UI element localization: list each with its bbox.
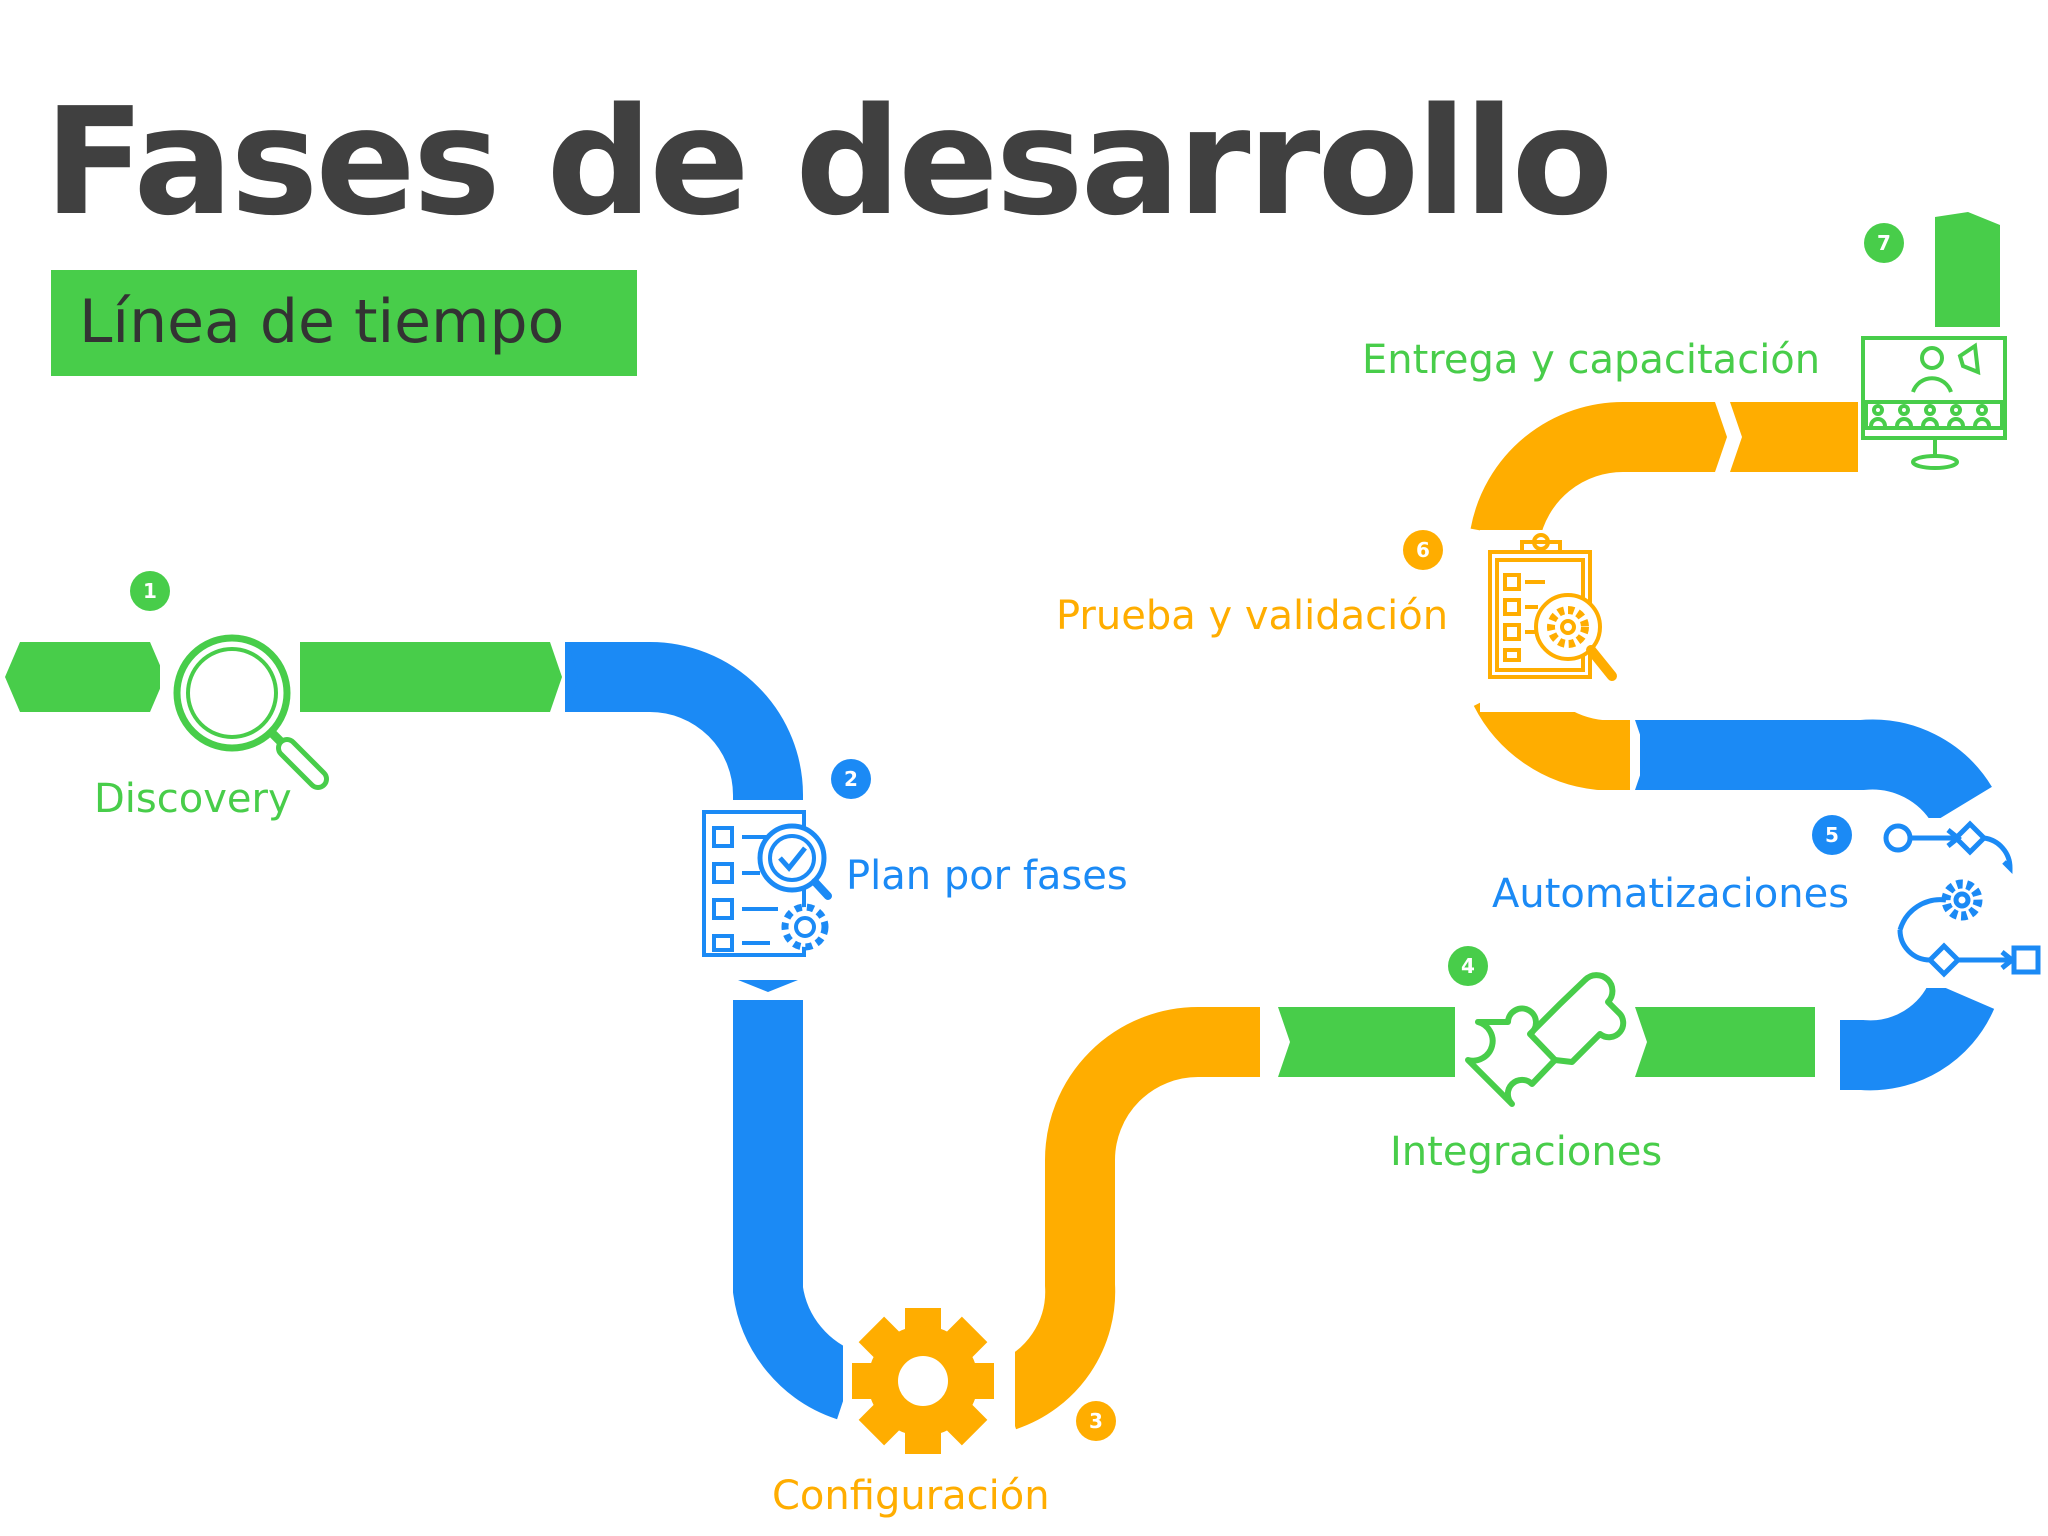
roadmap-segment-green-middle: [1278, 1007, 1815, 1077]
step-6-label: Prueba y validación: [1056, 593, 1449, 639]
roadmap-segment-blue-right: [1635, 719, 1995, 1091]
step-1-badge: 1: [130, 571, 170, 611]
roadmap-segment-orange-top: [1470, 402, 1858, 790]
roadmap-segment-green-finish: [1935, 212, 2000, 327]
roadmap-segment-green-start: [5, 642, 562, 712]
step-1-label: Discovery: [94, 776, 292, 822]
step-4-label: Integraciones: [1390, 1129, 1663, 1175]
subtitle-text: Línea de tiempo: [79, 287, 565, 357]
magnifying-glass-icon: [160, 615, 329, 790]
step-2-label: Plan por fases: [846, 853, 1128, 899]
step-3-label: Configuración: [772, 1473, 1050, 1519]
clipboard-inspection-icon: [1480, 530, 1630, 712]
workflow-icon: [1880, 818, 2042, 988]
step-5-badge: 5: [1812, 815, 1852, 855]
roadmap-segment-orange-up: [992, 1007, 1260, 1430]
step-2-badge: 2: [831, 759, 871, 799]
step-3-badge: 3: [1076, 1401, 1116, 1441]
step-7-badge: 7: [1864, 223, 1904, 263]
page-title: Fases de desarrollo: [44, 76, 1613, 248]
step-7-label: Entrega y capacitación: [1362, 337, 1821, 383]
step-6-badge: 6: [1403, 530, 1443, 570]
step-5-label: Automatizaciones: [1492, 871, 1850, 917]
step-4-badge: 4: [1448, 946, 1488, 986]
checklist-analysis-icon: [700, 808, 836, 968]
gear-icon: [843, 1298, 1015, 1466]
puzzle-pieces-icon: [1458, 965, 1633, 1113]
roadmap-segment-blue-down: [565, 642, 861, 1420]
subtitle-banner: Línea de tiempo: [51, 270, 637, 376]
presentation-monitor-icon: [1858, 333, 2008, 473]
